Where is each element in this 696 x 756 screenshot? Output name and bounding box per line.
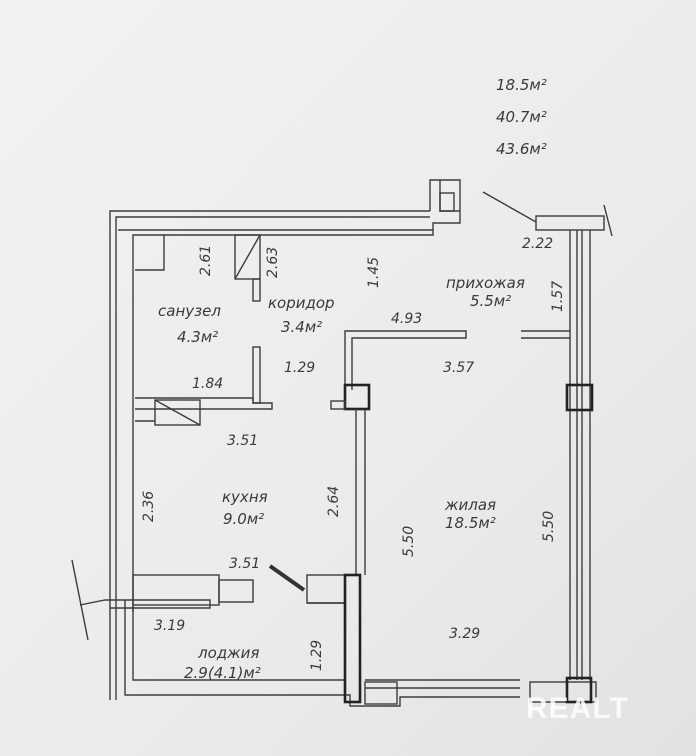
summary-areas: 18.5м² 40.7м² 43.6м²	[496, 76, 547, 158]
summary-total-area: 40.7м²	[496, 108, 547, 126]
living-room-name: жилая	[444, 496, 496, 514]
dim-living-bottom: 3.29	[449, 626, 480, 642]
room-labels: санузел 4.3м² коридор 3.4м² прихожая 5.5…	[158, 274, 525, 682]
dim-loggia-width: 3.19	[154, 618, 185, 634]
dim-hall-height: 1.57	[550, 281, 566, 312]
dim-kitchen-left: 2.36	[141, 491, 157, 522]
bathroom-name: санузел	[158, 302, 221, 320]
corridor-name: коридор	[268, 294, 335, 312]
dim-living-top: 4.93	[391, 311, 422, 327]
living-room-area: 18.5м²	[445, 514, 496, 532]
corridor-area: 3.4м²	[281, 318, 322, 336]
summary-living-area: 18.5м²	[496, 76, 547, 94]
summary-area-with-loggia: 43.6м²	[496, 140, 547, 158]
dim-kitchen-bottom: 3.51	[229, 556, 260, 572]
walls	[71, 179, 613, 707]
dim-corridor-width: 1.29	[284, 360, 315, 376]
dim-corridor-top: 1.45	[366, 257, 382, 288]
dim-kitchen-right: 2.64	[326, 486, 342, 517]
dim-corridor-height: 2.63	[265, 247, 281, 278]
dim-entry-width: 2.22	[522, 236, 553, 252]
hallway-area: 5.5м²	[470, 292, 511, 310]
bathroom-area: 4.3м²	[177, 328, 218, 346]
hallway-name: прихожая	[446, 274, 525, 292]
kitchen-name: кухня	[222, 488, 268, 506]
dim-bath-height: 2.61	[198, 245, 214, 276]
dim-hall-width: 3.57	[443, 360, 474, 376]
dim-loggia-depth: 1.29	[309, 640, 325, 671]
dim-bath-width: 1.84	[192, 376, 223, 392]
dim-kitchen-top: 3.51	[227, 433, 258, 449]
realt-watermark: REALT	[526, 692, 629, 725]
kitchen-area: 9.0м²	[223, 510, 264, 528]
dim-living-left: 5.50	[401, 526, 417, 557]
dim-living-right: 5.50	[541, 511, 557, 542]
dimension-labels: 2.61 2.63 1.45 2.22 1.57 4.93 1.29 3.57 …	[141, 236, 566, 671]
loggia-area: 2.9(4.1)м²	[184, 664, 261, 682]
loggia-name: лоджия	[197, 644, 259, 662]
